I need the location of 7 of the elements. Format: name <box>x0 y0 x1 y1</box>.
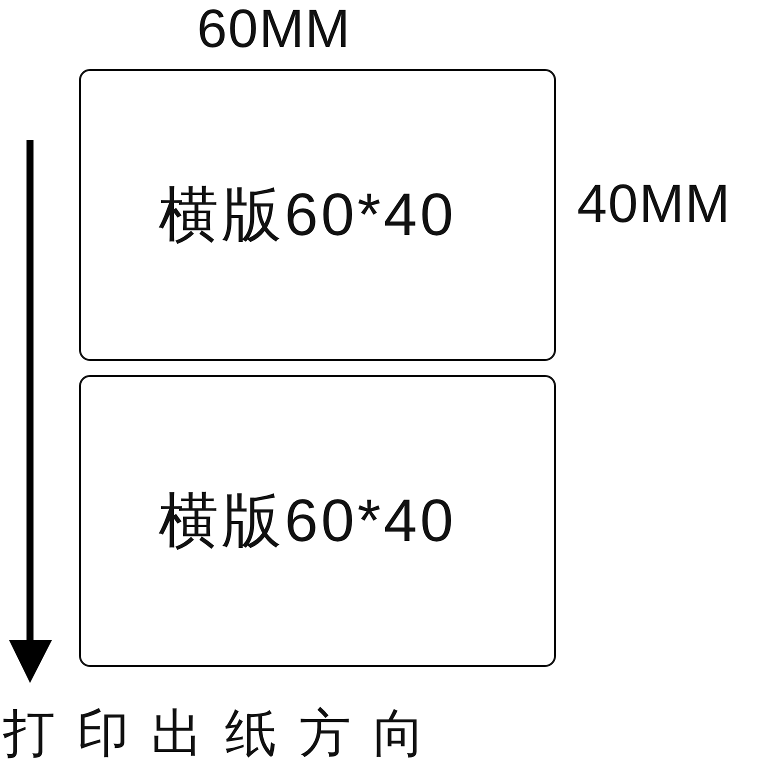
paper-direction-text: 打印出纸方向 <box>3 708 447 760</box>
size-text: 横版60*40 <box>158 486 458 556</box>
label-card <box>79 69 556 361</box>
size-text: 横版60*40 <box>158 180 458 250</box>
width-dimension: 60MM <box>197 2 352 56</box>
height-dimension: 40MM <box>577 177 732 231</box>
label-card <box>79 375 556 667</box>
